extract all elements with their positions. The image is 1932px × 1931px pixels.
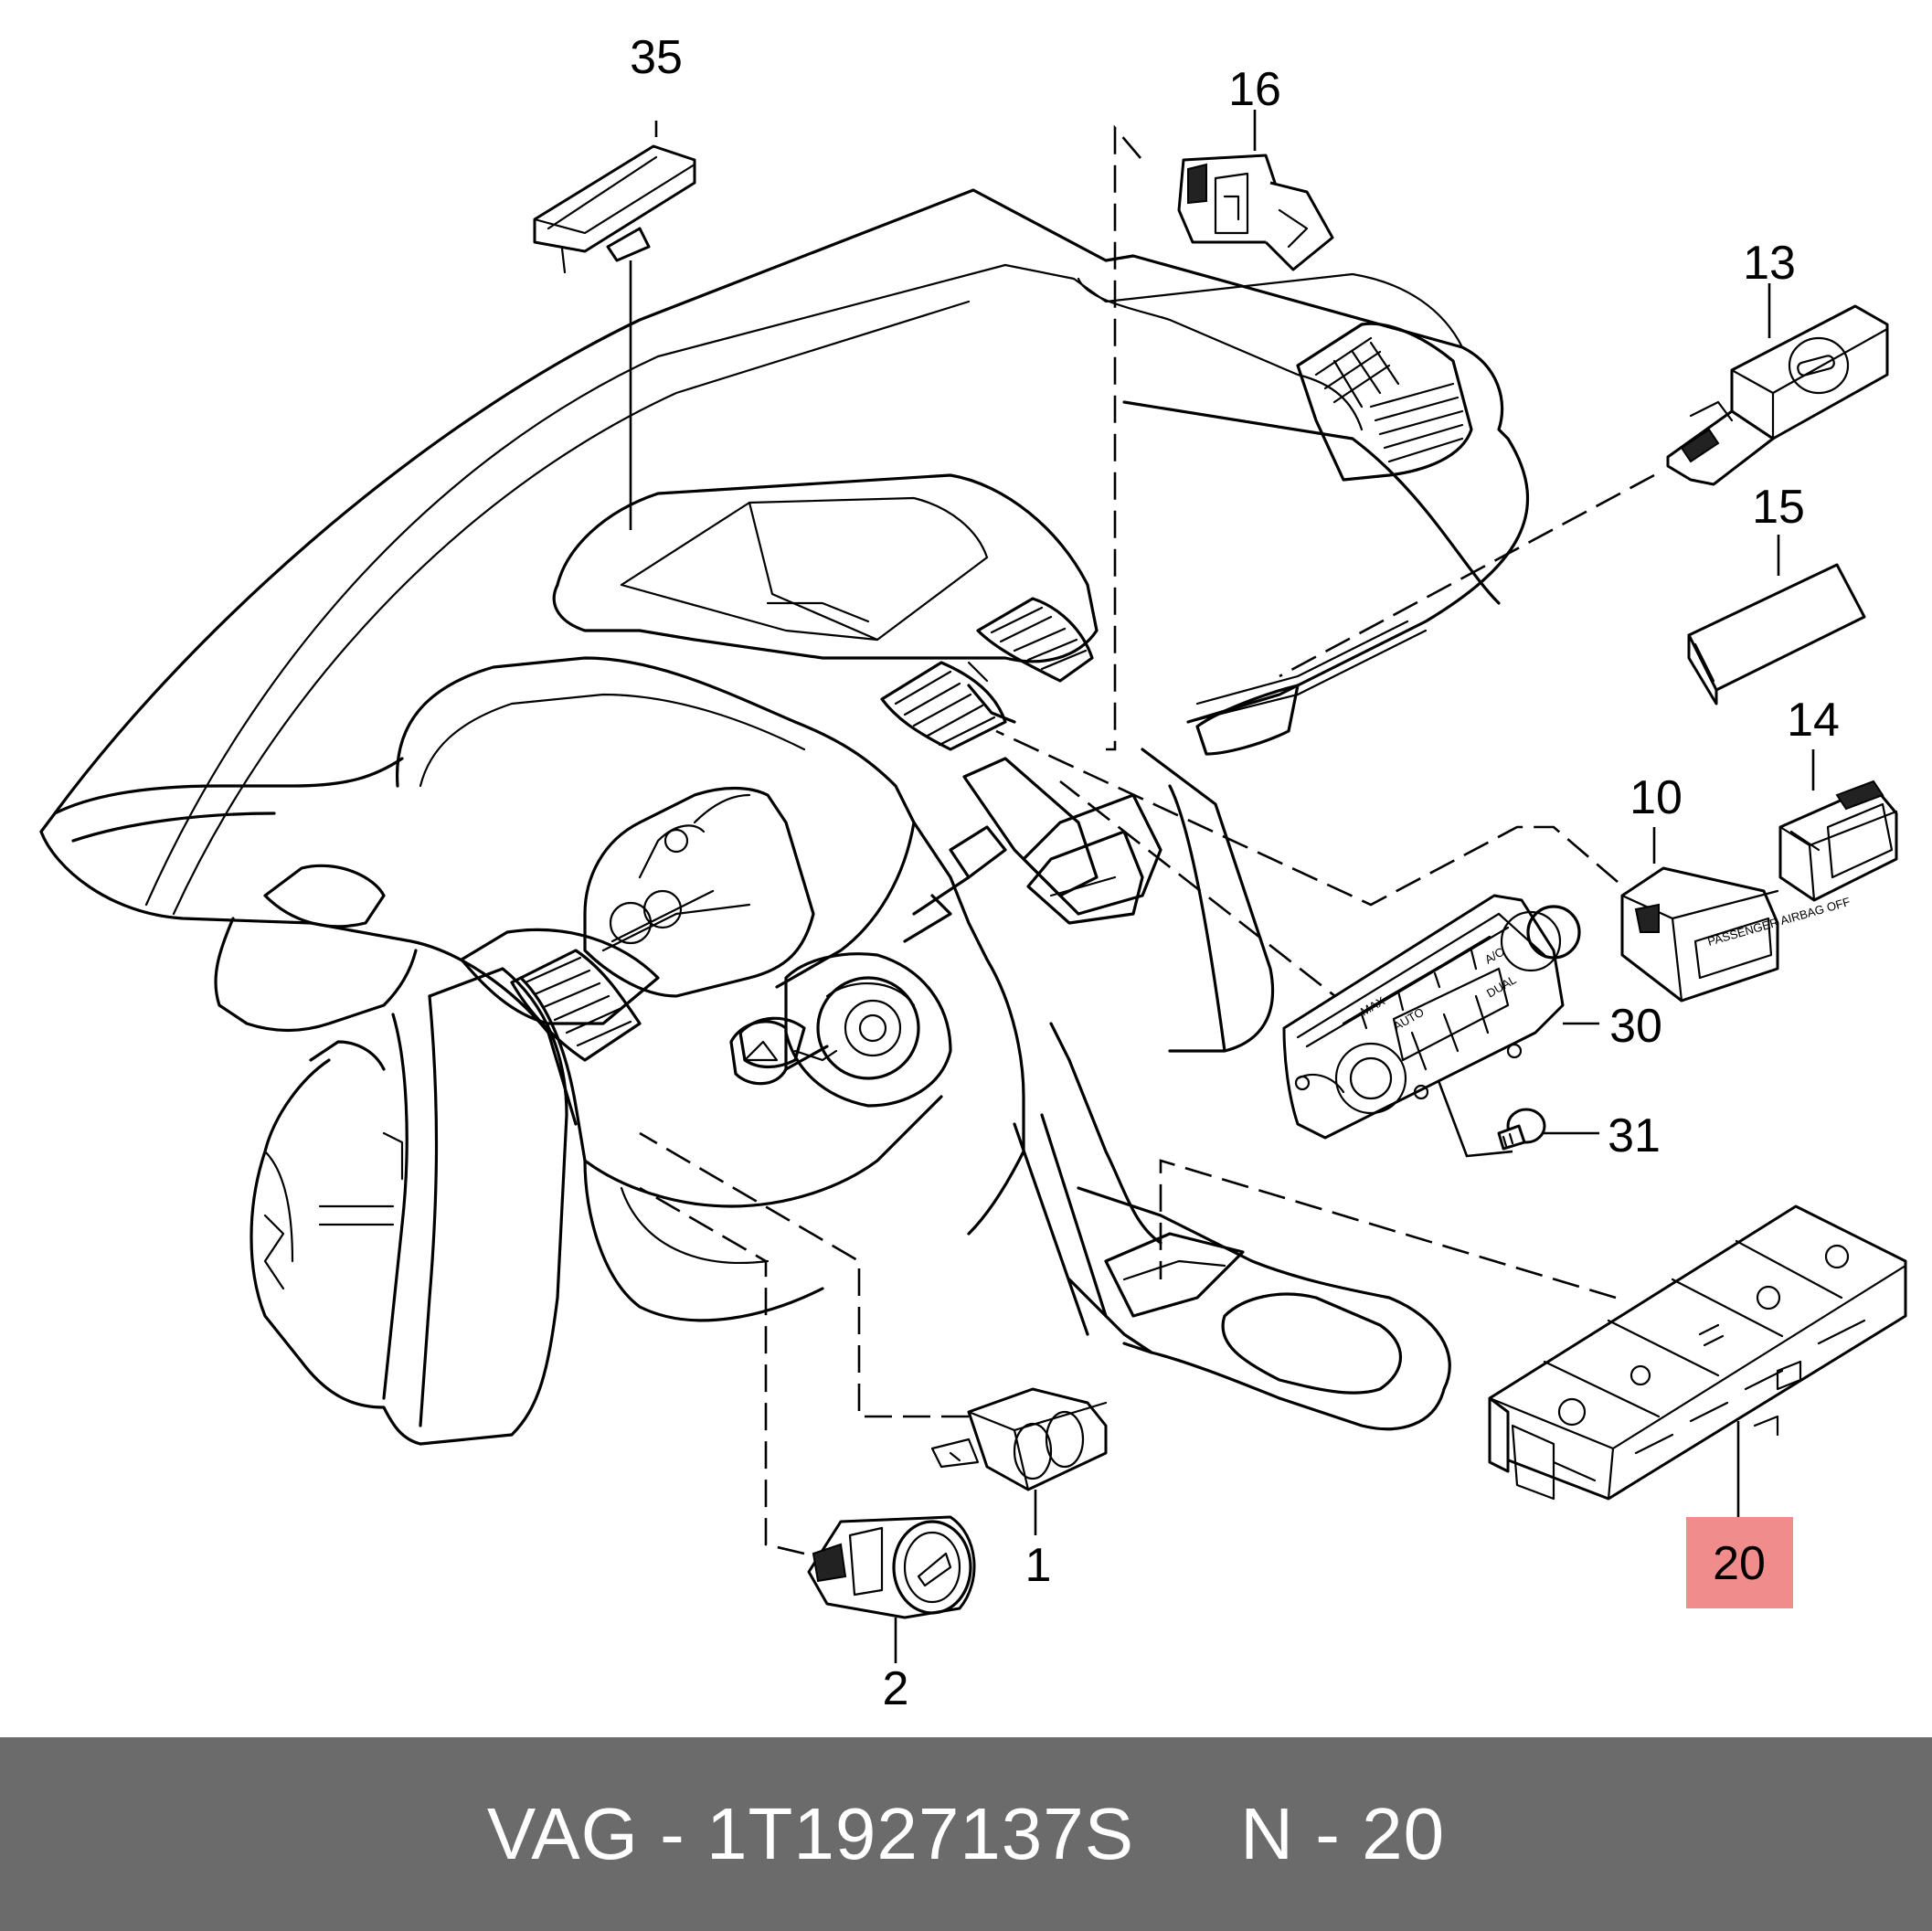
callout-13: 13 <box>1743 237 1796 290</box>
part-number-banner: VAG - 1T1927137S N - 20 <box>0 1737 1932 1931</box>
part-31-screw <box>1497 1108 1546 1151</box>
part-30-climate-control: MAX AUTO A/C DUAL <box>1282 894 1581 1140</box>
callout-20-highlight <box>1686 1517 1793 1608</box>
part-2-light-switch <box>807 1515 976 1619</box>
part-14-double-switch <box>1778 780 1898 902</box>
callout-2: 2 <box>883 1662 909 1715</box>
part-13-lock-switch <box>1666 304 1889 486</box>
callout-1: 1 <box>1025 1539 1052 1592</box>
dashboard-exploded-diagram: PASSENGER AIRBAG OFF MAX AUTO A/C DUAL <box>39 31 1907 1715</box>
callout-35: 35 <box>630 31 683 84</box>
callout-20: 20 <box>1713 1537 1766 1590</box>
part-20-switch-panel <box>1488 1204 1907 1501</box>
part-number-text: VAG - 1T1927137S N - 20 <box>486 1793 1446 1874</box>
callout-16: 16 <box>1228 63 1281 116</box>
callout-15: 15 <box>1752 481 1805 534</box>
callout-10: 10 <box>1629 771 1683 824</box>
dashboard-outline <box>39 188 1530 1446</box>
part-35-trim-strip <box>533 144 696 274</box>
part-15-blank-switch <box>1687 563 1866 706</box>
callout-31: 31 <box>1608 1109 1661 1162</box>
callout-labels: 35 16 13 15 14 10 30 31 20 1 2 <box>630 31 1840 1715</box>
part-1-rotary-switch <box>930 1387 1108 1491</box>
part-16-switch <box>1177 154 1334 271</box>
callout-30: 30 <box>1609 1000 1662 1053</box>
callout-14: 14 <box>1787 694 1840 747</box>
